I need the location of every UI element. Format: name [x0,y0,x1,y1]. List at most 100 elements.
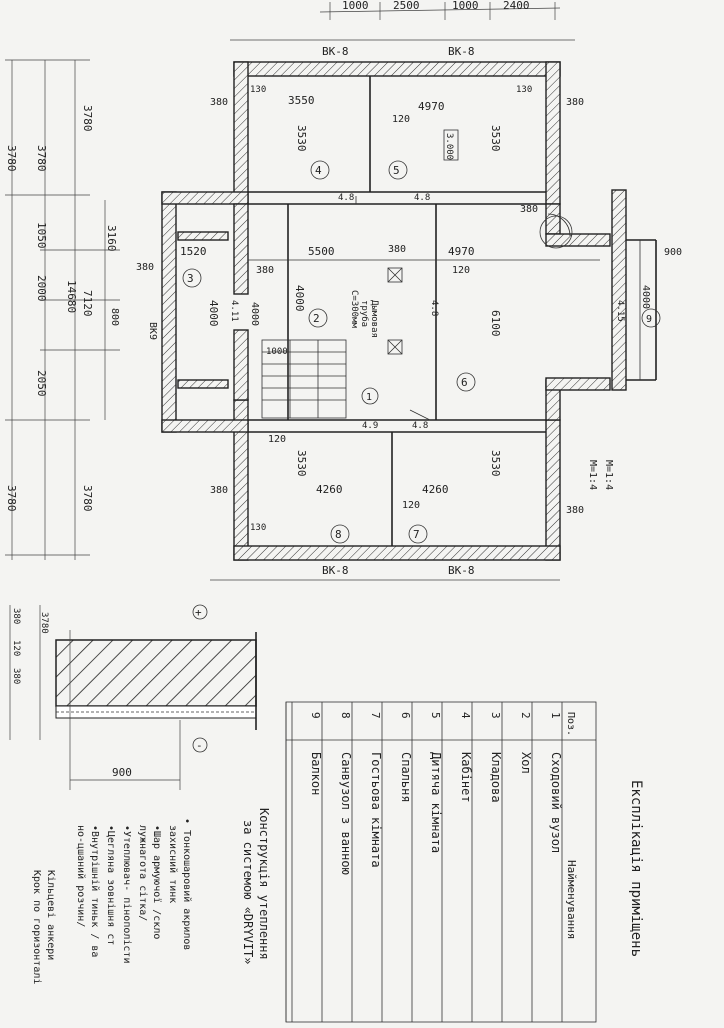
wall-380-c: 380 [136,262,154,273]
left-dim-inner-bottom: 3780 [81,485,94,512]
staircase: 1 1000 [261,339,379,419]
room-6-number: 6 [461,376,468,389]
room-4-height: 3530 [295,125,308,152]
detail-title: Конструкція утеплення [257,808,271,960]
room-3-number: 3 [187,272,194,285]
room-7-number: 7 [413,528,420,541]
wall-130-a: 130 [250,85,266,95]
table-row-name: Хол [519,752,533,774]
room-2-height: 4000 [293,285,306,312]
wall-380-a: 380 [210,97,228,108]
table-row-name: Спальня [399,752,413,803]
left-dim-inner-top: 3780 [35,145,48,172]
table-col-name: Найменування [565,860,578,939]
door-4-8-b: 4.8 [414,193,430,203]
table-row-number: 4 [459,712,472,719]
insulation-detail: + - 900 380 120 380 3780 Конструкція уте… [9,604,271,984]
wall-120-c: 120 [402,500,420,511]
balcony: 9 4000 900 [626,239,682,381]
wall-130-c: 130 [250,523,266,533]
balcony-number: 9 [646,314,652,325]
wall-130-b: 130 [516,85,532,95]
bottom-marks: BK-8 BK-8 BK9 M=1:4 M=1:4 [147,322,614,581]
room-3-height: 4000 [207,300,220,327]
balcony-height: 4000 [640,285,651,309]
layer-2: захисний тинк [167,825,179,903]
table-row-name: Санвузол з ванною [339,752,353,875]
table-row-number: 3 [489,712,502,719]
detail-minus-marker: - [196,739,203,752]
exterior-walls [161,61,627,561]
table-row-name: Дитяча кімната [429,752,443,853]
window-mark-bottom-right: BK-8 [448,564,475,577]
room-1-height: 4000 [249,302,260,326]
chimney-dim: 380 [388,244,406,255]
door-4-11: 4.11 [229,300,239,322]
wall-120-b: 120 [452,265,470,276]
room-5-extra: 3.000 [444,133,454,160]
wall-380-d: 380 [210,485,228,496]
detail-dim-left-1: 380 [11,608,21,624]
detail-dim-left-3: 380 [11,668,21,684]
table-title: Експлікація приміщень [628,780,644,957]
table-row-name: Кабінет [459,752,473,803]
wall-380-f: 380 [520,204,538,215]
footer-1: Кільцеві анкери [45,870,57,960]
detail-dim: 900 [112,766,132,779]
table-row-number: 2 [519,712,532,719]
room-6-width: 4970 [448,245,475,258]
left-dim-seg6: 800 [109,308,120,326]
table-row-number: 1 [549,712,562,719]
interior-partitions [248,76,600,546]
layer-1: • Тонкошаровий акрилов [181,818,193,950]
balcony-width: 900 [664,247,682,258]
top-dim-1: 1000 [342,0,369,12]
layer-5: •Утеплювач- пінополісти [121,825,133,963]
detail-subtitle: за системою «DRYVIT» [241,820,255,965]
door-4-15: 4.15 [615,300,625,322]
layer-6: •Цегляна зовнішня ст [105,825,117,945]
table-row-number: 8 [339,712,352,719]
top-dimension-chain: 1000 2500 1000 2400 BK-8 BK-8 [230,0,575,58]
table-row-name: Сходовий вузол [549,752,563,853]
table-col-num: Поз. [565,712,576,736]
left-dim-seg1: 3160 [105,225,118,252]
explication-table: Експлікація приміщень Поз. Найменування … [285,701,644,1023]
room-3-width: 1520 [180,245,207,258]
wall-thickness-marks: 380 380 380 380 380 380 380 120 120 120 … [136,85,625,533]
chimney-note-2: труба [359,300,370,327]
room-2-number: 2 [313,312,320,325]
wall-380-b: 380 [566,97,584,108]
table-row-number: 5 [429,712,442,719]
stair-dim: 1000 [266,347,288,357]
table-row-name: Кладова [489,752,503,803]
window-mark-top-left: BK-8 [322,45,349,58]
room-4-width: 3550 [288,94,315,107]
chimney-note-1: Дымовая [369,300,379,338]
window-mark-top-right: BK-8 [448,45,475,58]
left-dim-seg2: 1050 [35,222,48,249]
door-swings [355,196,573,421]
top-dim-3: 1000 [452,0,479,12]
door-4-8-d: 4.8 [412,421,428,431]
room-6-height: 6100 [489,310,502,337]
room-7-height: 3530 [489,450,502,477]
wall-120-a: 120 [392,114,410,125]
room-5-number: 5 [393,164,400,177]
top-dim-2: 2500 [393,0,420,12]
room-8-width: 4260 [316,483,343,496]
room-4-number: 4 [315,164,322,177]
chimney-note-3: С=300мм [349,290,359,329]
layer-8: но-цшаний розчин/ [75,825,87,927]
left-dim-seg4: 2050 [35,370,48,397]
table-row-number: 6 [399,712,412,719]
room-2-width: 5500 [308,245,335,258]
wall-380-g: 380 [256,265,274,276]
left-dim-outer-top: 3780 [5,145,18,172]
room-5-width: 4970 [418,100,445,113]
detail-dim-left-4: 3780 [39,612,49,634]
table-row-name: Гостьова кімната [369,752,383,868]
